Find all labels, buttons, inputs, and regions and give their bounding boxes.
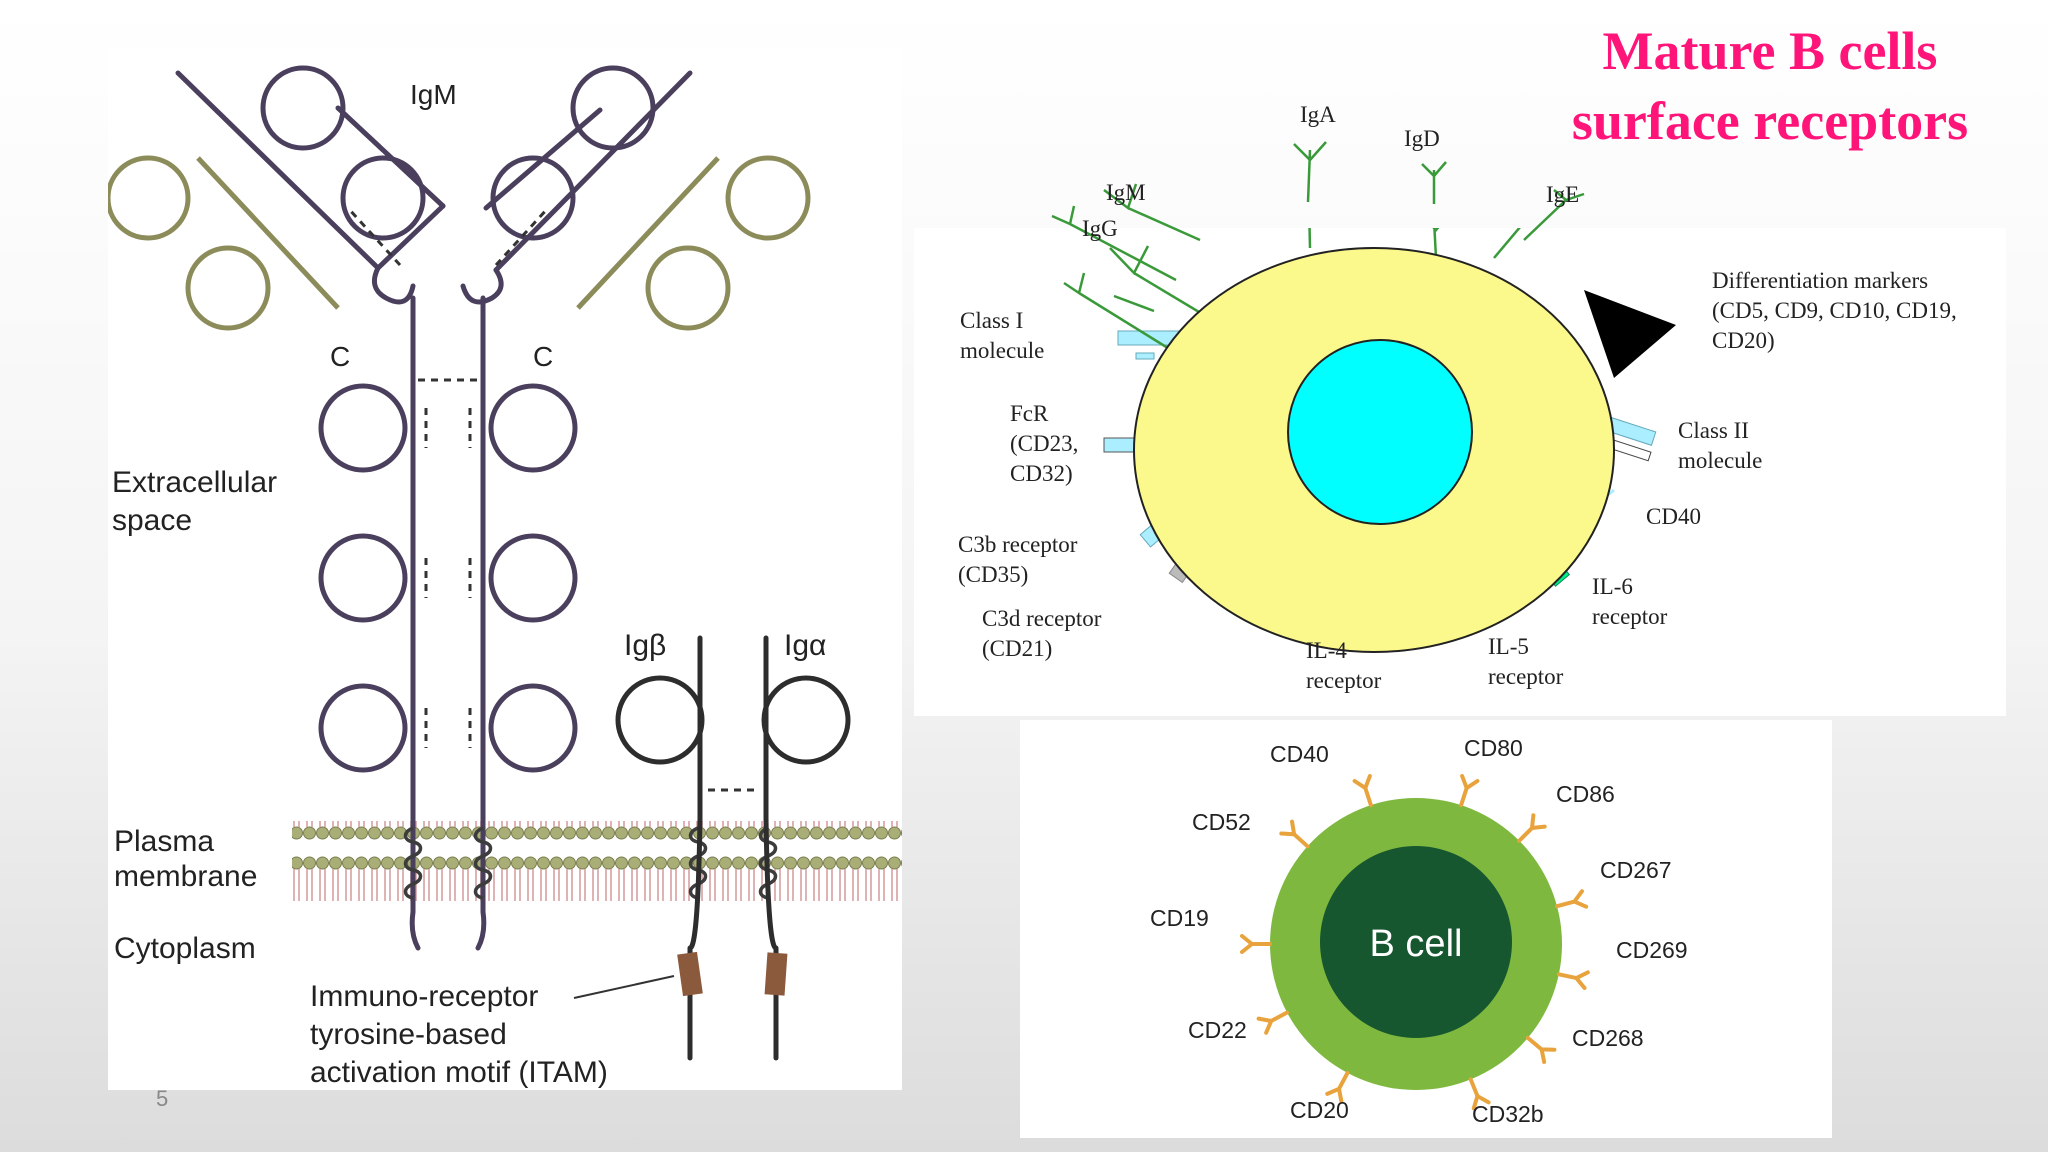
- label-diff-markers-line-3: CD20): [1712, 328, 1775, 353]
- receptor-glyph-5: [1555, 889, 1589, 909]
- label-fcr-line-2: (CD23,: [1010, 431, 1078, 456]
- label-cytoplasm: Cytoplasm: [114, 932, 256, 965]
- label-plasma-membrane-line-1: Plasma: [114, 825, 214, 858]
- label-class1-line-1: Class I: [960, 308, 1023, 333]
- marker-cd80: CD80: [1464, 735, 1523, 761]
- label-iga-top: IgA: [1300, 102, 1336, 127]
- slide-title: Mature B cells surface receptors: [1500, 16, 2040, 156]
- receptor-glyph-10: [1325, 1070, 1350, 1104]
- marker-cd52: CD52: [1192, 809, 1251, 835]
- receptor-glyph-6: [1240, 934, 1272, 954]
- itam-pointer-line: [573, 975, 675, 999]
- receptor-glyph-9: [1525, 1035, 1557, 1064]
- label-c3d-line-1: C3d receptor: [982, 606, 1102, 631]
- marker-cd32b: CD32b: [1472, 1101, 1544, 1127]
- slide-title-line-1: Mature B cells: [1602, 21, 1938, 81]
- label-il4-line-2: receptor: [1306, 668, 1382, 693]
- surface-receptors-diagram: IgA Differentiation markers (CD5, CD9, C…: [914, 98, 2006, 716]
- marker-cd86: CD86: [1556, 781, 1615, 807]
- plasma-membrane-bilayer: [292, 821, 902, 901]
- marker-cd269: CD269: [1616, 937, 1688, 963]
- label-extracellular-line-2: space: [112, 504, 192, 537]
- itam-motif-beta: [677, 951, 703, 997]
- label-class2-line-1: Class II: [1678, 418, 1749, 443]
- marker-cd267: CD267: [1600, 857, 1672, 883]
- itam-motif-alpha: [764, 952, 788, 996]
- receptor-glyph-2: [1459, 774, 1480, 808]
- b-cell-nucleus-dark: [1320, 846, 1512, 1038]
- label-ige: IgE: [1546, 182, 1579, 207]
- label-c3b-line-1: C3b receptor: [958, 532, 1078, 557]
- label-il4-line-1: IL-4: [1306, 638, 1347, 663]
- label-class2-line-2: molecule: [1678, 448, 1762, 473]
- label-c-left: C: [330, 341, 350, 372]
- label-itam-line-3: activation motif (ITAM): [310, 1056, 608, 1089]
- receptor-glyph-1: [1352, 774, 1373, 808]
- igm-bcr-diagram: IgM C C Extracellular space Igβ Igα Plas…: [105, 48, 902, 1090]
- label-ig-alpha: Igα: [784, 629, 826, 662]
- label-il5-line-2: receptor: [1488, 664, 1564, 689]
- label-extracellular-line-1: Extracellular: [112, 466, 277, 499]
- label-igm: IgM: [410, 79, 457, 110]
- receptor-glyph-4: [1279, 819, 1310, 849]
- slide-title-line-2: surface receptors: [1571, 91, 1969, 151]
- label-itam-line-1: Immuno-receptor: [310, 980, 538, 1013]
- b-cell-label: B cell: [1370, 923, 1463, 965]
- label-diff-markers-line-2: (CD5, CD9, CD10, CD19,: [1712, 298, 1957, 323]
- b-cell-nucleus: [1287, 339, 1473, 525]
- receptor-glyph-8: [1256, 1010, 1290, 1035]
- marker-cd268: CD268: [1572, 1025, 1644, 1051]
- heavy-chain-domains: [260, 65, 656, 773]
- ig-alpha-beta-chains: [615, 635, 851, 1061]
- label-igd: IgD: [1404, 126, 1440, 151]
- label-il6-line-1: IL-6: [1592, 574, 1633, 599]
- b-cell-receptor-markers: [1240, 774, 1590, 1111]
- label-fcr-line-3: CD32): [1010, 461, 1073, 486]
- slide-number: 5: [156, 1086, 169, 1111]
- label-itam-line-2: tyrosine-based: [310, 1018, 507, 1051]
- marker-cd20: CD20: [1290, 1097, 1349, 1123]
- label-c3b-line-2: (CD35): [958, 562, 1028, 587]
- label-plasma-membrane-line-2: membrane: [114, 860, 257, 893]
- light-chains: [105, 155, 811, 331]
- label-il5-line-1: IL-5: [1488, 634, 1529, 659]
- label-class1-line-2: molecule: [960, 338, 1044, 363]
- receptor-ig-labels: IgA IgD IgM IgE IgG: [1051, 102, 1585, 282]
- marker-cd19: CD19: [1150, 905, 1209, 931]
- differentiation-marker-shape: [1584, 290, 1676, 378]
- label-c-right: C: [533, 341, 553, 372]
- b-cell-markers-diagram: B cell CD40 CD80 CD86 CD52 CD267 CD19 CD…: [1020, 720, 1832, 1138]
- receptor-glyph-3: [1517, 813, 1547, 843]
- label-diff-markers-line-1: Differentiation markers: [1712, 268, 1928, 293]
- receptor-glyph-11: [1468, 1077, 1491, 1111]
- igm-heavy-chains: [175, 70, 693, 951]
- marker-cd22: CD22: [1188, 1017, 1247, 1043]
- label-cd40: CD40: [1646, 504, 1701, 529]
- label-fcr-line-1: FcR: [1010, 401, 1049, 426]
- marker-cd40: CD40: [1270, 741, 1329, 767]
- receptor-glyph-7: [1556, 970, 1590, 991]
- label-c3d-line-2: (CD21): [982, 636, 1052, 661]
- label-ig-beta: Igβ: [624, 629, 666, 662]
- label-igg: IgG: [1082, 216, 1118, 241]
- label-il6-line-2: receptor: [1592, 604, 1668, 629]
- label-igm-small: IgM: [1106, 180, 1146, 205]
